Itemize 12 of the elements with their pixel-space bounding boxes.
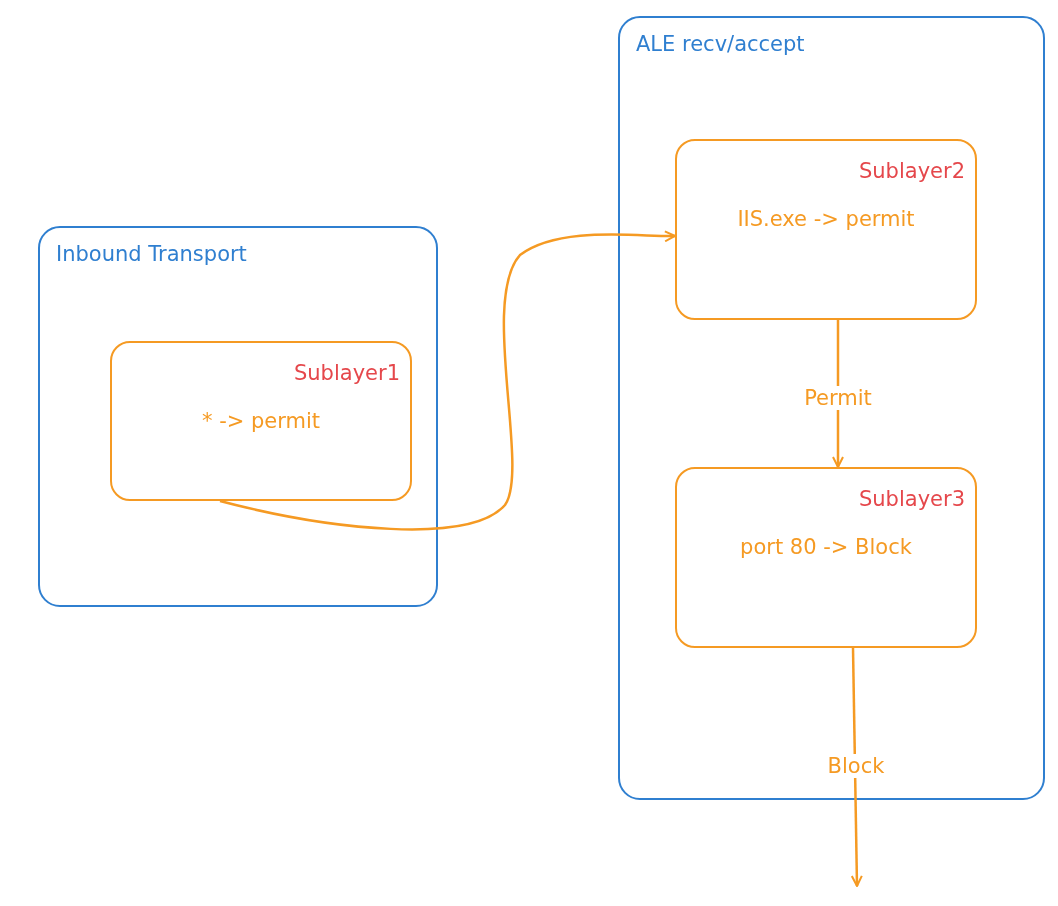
arrow — [219, 230, 676, 531]
group-box — [618, 16, 1045, 800]
sublayer-heading: Sublayer2 — [859, 159, 965, 183]
sublayer-heading: Sublayer1 — [294, 361, 400, 385]
group-title: ALE recv/accept — [636, 32, 805, 56]
arrow — [850, 647, 863, 887]
sublayer-heading: Sublayer3 — [859, 487, 965, 511]
rule-text: * -> permit — [200, 409, 322, 433]
group-title: Inbound Transport — [56, 242, 247, 266]
rule-text: IIS.exe -> permit — [736, 207, 916, 231]
group-box — [38, 226, 438, 607]
rule-text: port 80 -> Block — [739, 535, 913, 559]
